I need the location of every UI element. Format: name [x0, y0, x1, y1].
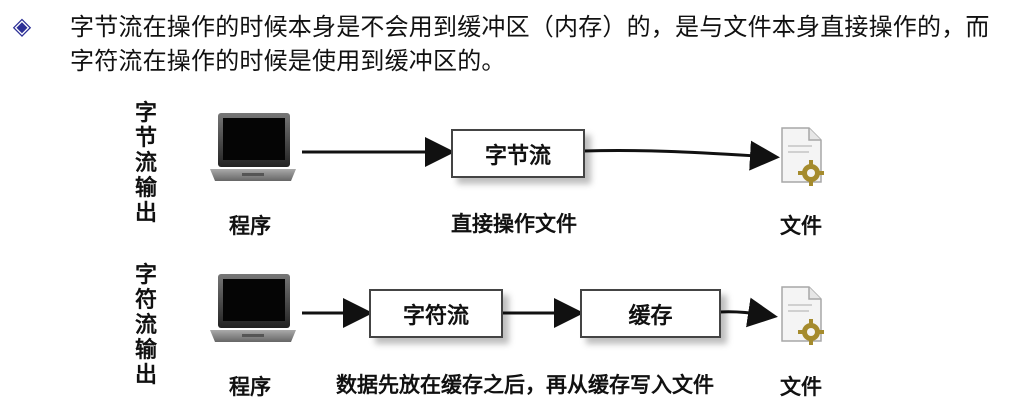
- char-stream-box: 字符流: [369, 289, 503, 338]
- byte-file-label: 文件: [780, 214, 822, 238]
- char-middle-caption: 数据先放在缓存之后，再从缓存写入文件: [336, 373, 714, 397]
- byte-file-icon: [774, 124, 830, 190]
- char-arrow-box2-to-file: [718, 297, 778, 328]
- char-program-laptop-icon: [205, 272, 301, 348]
- byte-program-laptop-icon: [205, 111, 301, 187]
- byte-arrow-box-to-file: [582, 140, 780, 171]
- char-file-icon: [774, 283, 830, 349]
- diamond-bullet-icon: ◈: [12, 12, 32, 40]
- char-stream-side-label: 字 符 流 输 出: [134, 263, 157, 388]
- intro-text: 字节流在操作的时候本身是不会用到缓冲区（内存）的，是与文件本身直接操作的，而字符…: [70, 13, 990, 75]
- char-program-label: 程序: [229, 375, 271, 399]
- byte-stream-box-label: 字节流: [484, 143, 551, 169]
- byte-stream-side-label: 字 节 流 输 出: [134, 101, 157, 226]
- byte-program-label: 程序: [229, 214, 271, 238]
- char-stream-box-label: 字符流: [402, 303, 469, 329]
- byte-middle-caption: 直接操作文件: [451, 212, 577, 236]
- buffer-box: 缓存: [580, 289, 721, 338]
- char-file-label: 文件: [780, 375, 822, 399]
- byte-stream-box: 字节流: [451, 129, 585, 178]
- buffer-box-label: 缓存: [628, 303, 673, 329]
